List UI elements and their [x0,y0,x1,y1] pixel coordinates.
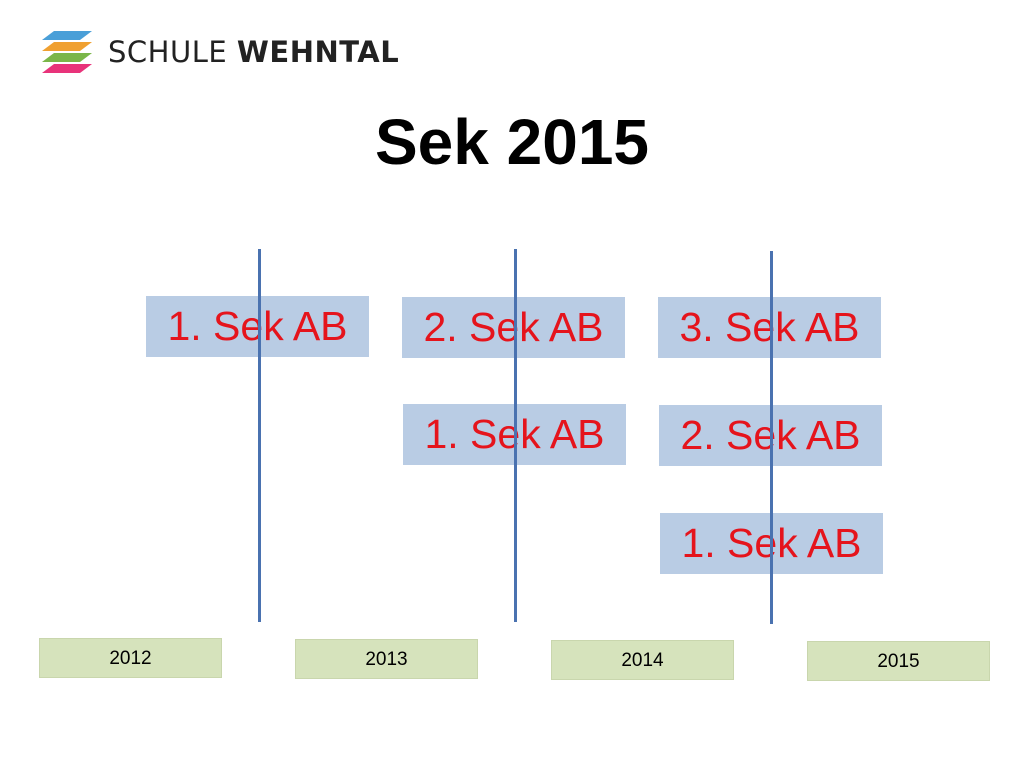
school-name: SCHULE WEHNTAL [108,35,399,69]
timeline-divider-3 [770,251,773,624]
year-box-2015: 2015 [807,641,990,681]
timeline-divider-1 [258,249,261,622]
school-name-light: SCHULE [108,35,228,69]
year-box-2012: 2012 [39,638,222,678]
class-box-col2-row1: 2. Sek AB [402,297,625,358]
year-box-2014: 2014 [551,640,734,680]
school-logo: SCHULE WEHNTAL [40,26,399,78]
stacked-layers-icon [40,26,94,78]
school-name-bold: WEHNTAL [236,35,400,69]
timeline-divider-2 [514,249,517,622]
year-box-2013: 2013 [295,639,478,679]
slide-title: Sek 2015 [374,106,650,178]
class-box-col3-row1: 3. Sek AB [658,297,881,358]
class-box-col1-row1: 1. Sek AB [146,296,369,357]
